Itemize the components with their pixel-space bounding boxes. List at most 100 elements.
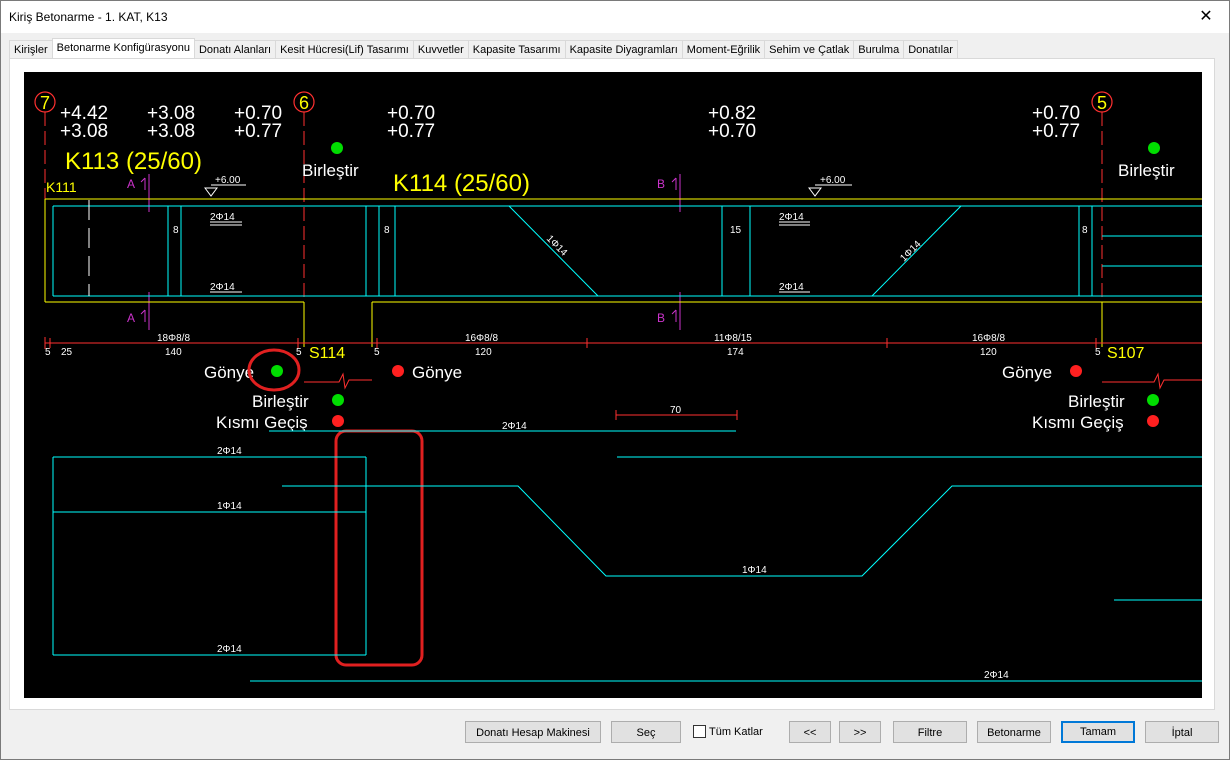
elev-c1a: +4.42 <box>60 103 108 124</box>
tab-betonarme-konfigurasyonu[interactable]: Betonarme Konfigürasyonu <box>51 38 195 60</box>
gonye-left-status-icon[interactable] <box>271 365 283 377</box>
tab-burulma[interactable]: Burulma <box>853 40 905 59</box>
dim-5b: 5 <box>296 347 302 358</box>
section-b-bottom: B <box>657 311 665 325</box>
elev-c3b: +0.77 <box>234 121 282 142</box>
highlight-circle <box>247 348 301 392</box>
axis-7: 7 <box>34 91 56 113</box>
tum-katlar-checkbox-box[interactable] <box>693 725 706 738</box>
elev-c3a: +0.70 <box>234 103 282 124</box>
dim-140: 140 <box>165 347 182 358</box>
lower-rebar-5: 2Φ14 <box>217 644 242 655</box>
elev-right-b: +0.77 <box>1032 121 1080 142</box>
tab-donati-alanlari[interactable]: Donatı Alanları <box>193 40 277 59</box>
kismi-left-label: Kısmı Geçiş <box>216 413 308 432</box>
donati-hesap-makinesi-button[interactable]: Donatı Hesap Makinesi <box>465 721 601 743</box>
birlestir-left-status-icon[interactable] <box>332 394 344 406</box>
elev-mid2a: +0.82 <box>708 103 756 124</box>
elev-mid1a: +0.70 <box>387 103 435 124</box>
close-icon[interactable]: ✕ <box>1199 8 1213 25</box>
rebar-bot-right: 2Φ14 <box>779 282 804 293</box>
tamam-button[interactable]: Tamam <box>1061 721 1135 743</box>
tab-donatilar[interactable]: Donatılar <box>903 40 958 59</box>
beam-k111-label: K111 <box>46 179 77 195</box>
highlight-rectangle <box>334 429 424 667</box>
betonarme-button[interactable]: Betonarme <box>977 721 1051 743</box>
gonye-right-label: Gönye <box>1002 363 1052 382</box>
birlestir-top-left-label: Birleştir <box>302 161 359 180</box>
elev-mid2b: +0.70 <box>708 121 756 142</box>
stirrup-11: 11Φ8/15 <box>714 333 752 344</box>
sec-button[interactable]: Seç <box>611 721 681 743</box>
tab-kuvvetler[interactable]: Kuvvetler <box>412 40 469 59</box>
kismi-left-status-icon[interactable] <box>332 415 344 427</box>
elev-c2a: +3.08 <box>147 103 195 124</box>
section-a-top: A <box>127 177 135 191</box>
tab-panel: 7 6 5 <box>9 58 1215 710</box>
birlestir-top-left-status-icon[interactable] <box>331 142 343 154</box>
beam-outline <box>44 198 1202 347</box>
rebar-diag-2: 1Φ14 <box>898 239 924 265</box>
tab-kirisler[interactable]: Kirişler <box>9 40 53 59</box>
level-mark-left: +6.00 <box>215 175 241 186</box>
tum-katlar-label: Tüm Katlar <box>709 725 763 738</box>
tum-katlar-checkbox[interactable]: Tüm Katlar <box>693 725 763 738</box>
tab-kapasite-diyagramlari[interactable]: Kapasite Diyagramları <box>564 40 683 59</box>
lower-rebar-details <box>52 430 1202 682</box>
birlestir-top-right-status-icon[interactable] <box>1148 142 1160 154</box>
section-b-top: B <box>657 177 665 191</box>
birlestir-right-label: Birleştir <box>1068 392 1125 411</box>
title-bar: Kiriş Betonarme - 1. KAT, K13 ✕ <box>1 1 1229 33</box>
window-title: Kiriş Betonarme - 1. KAT, K13 <box>9 10 168 24</box>
tab-kesit-hucresi[interactable]: Kesit Hücresi(Lif) Tasarımı <box>275 40 414 59</box>
drawing-canvas[interactable]: 7 6 5 <box>24 72 1202 698</box>
stirrup-w8a: 8 <box>173 225 179 236</box>
beam-k114-label: K114 (25/60) <box>393 170 530 197</box>
iptal-button[interactable]: İptal <box>1145 721 1219 743</box>
lower-rebar-2: 2Φ14 <box>217 446 242 457</box>
axis-6-label: 6 <box>299 93 309 113</box>
axis-5: 5 <box>1091 91 1113 113</box>
rebar-top-right: 2Φ14 <box>779 212 804 223</box>
gonye-left-label: Gönye <box>204 363 254 382</box>
dim-120a: 120 <box>475 347 492 358</box>
kismi-right-status-icon[interactable] <box>1147 415 1159 427</box>
dimension-line <box>44 337 1202 349</box>
rebar-top-left: 2Φ14 <box>210 212 235 223</box>
filtre-button[interactable]: Filtre <box>893 721 967 743</box>
stirrup-16a: 16Φ8/8 <box>465 333 498 344</box>
stirrup-w8b: 8 <box>384 225 390 236</box>
axis-6: 6 <box>293 91 315 113</box>
stirrup-w8c: 8 <box>1082 225 1088 236</box>
rebar-bot-left: 2Φ14 <box>210 282 235 293</box>
dim-5d: 5 <box>1095 347 1101 358</box>
elev-c1b: +3.08 <box>60 121 108 142</box>
birlestir-right-status-icon[interactable] <box>1147 394 1159 406</box>
section-markers <box>140 174 681 330</box>
axis-7-label: 7 <box>40 93 50 113</box>
kismi-right-label: Kısmı Geçiş <box>1032 413 1124 432</box>
next-button[interactable]: >> <box>839 721 881 743</box>
dim-5a: 5 <box>45 347 51 358</box>
lower-rebar-6: 2Φ14 <box>984 670 1009 681</box>
column-s107: S107 <box>1107 345 1144 362</box>
birlestir-left-label: Birleştir <box>252 392 309 411</box>
beam-drawing[interactable]: 7 6 5 <box>24 72 1202 698</box>
dim-25: 25 <box>61 347 73 358</box>
gonye-right-status-icon[interactable] <box>1070 365 1082 377</box>
button-bar: Donatı Hesap Makinesi Seç Tüm Katlar << … <box>1 721 1229 747</box>
stirrup-18: 18Φ8/8 <box>157 333 190 344</box>
tab-sehim-catlak[interactable]: Sehim ve Çatlak <box>764 40 855 59</box>
axis-lines <box>44 112 1103 342</box>
gonye-mid-status-icon[interactable] <box>392 365 404 377</box>
level-mark-right: +6.00 <box>820 175 846 186</box>
elev-right-a: +0.70 <box>1032 103 1080 124</box>
lower-rebar-1: 2Φ14 <box>502 421 527 432</box>
tab-kapasite-tasarimi[interactable]: Kapasite Tasarımı <box>467 40 566 59</box>
level-marks <box>204 184 852 197</box>
tab-moment-egrilik[interactable]: Moment-Eğrilik <box>681 40 766 59</box>
lower-rebar-4: 1Φ14 <box>742 565 767 576</box>
prev-button[interactable]: << <box>789 721 831 743</box>
dim-70: 70 <box>670 405 682 416</box>
